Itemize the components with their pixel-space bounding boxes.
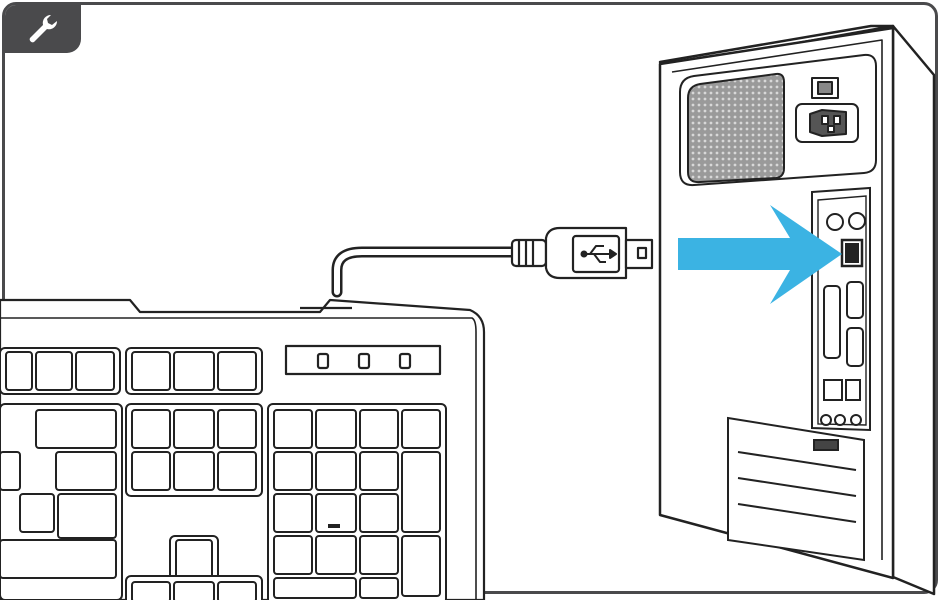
- setup-badge: [5, 5, 81, 53]
- usb-cable: [331, 246, 518, 298]
- keyboard-keys: [0, 347, 447, 600]
- insert-arrow: [678, 205, 842, 304]
- wrench-icon: [29, 14, 58, 43]
- expansion-slots: [727, 416, 865, 562]
- usb-symbol-icon: [580, 245, 617, 263]
- usb-plug: [510, 226, 654, 280]
- io-panel: [811, 186, 871, 432]
- power-supply: [679, 53, 877, 187]
